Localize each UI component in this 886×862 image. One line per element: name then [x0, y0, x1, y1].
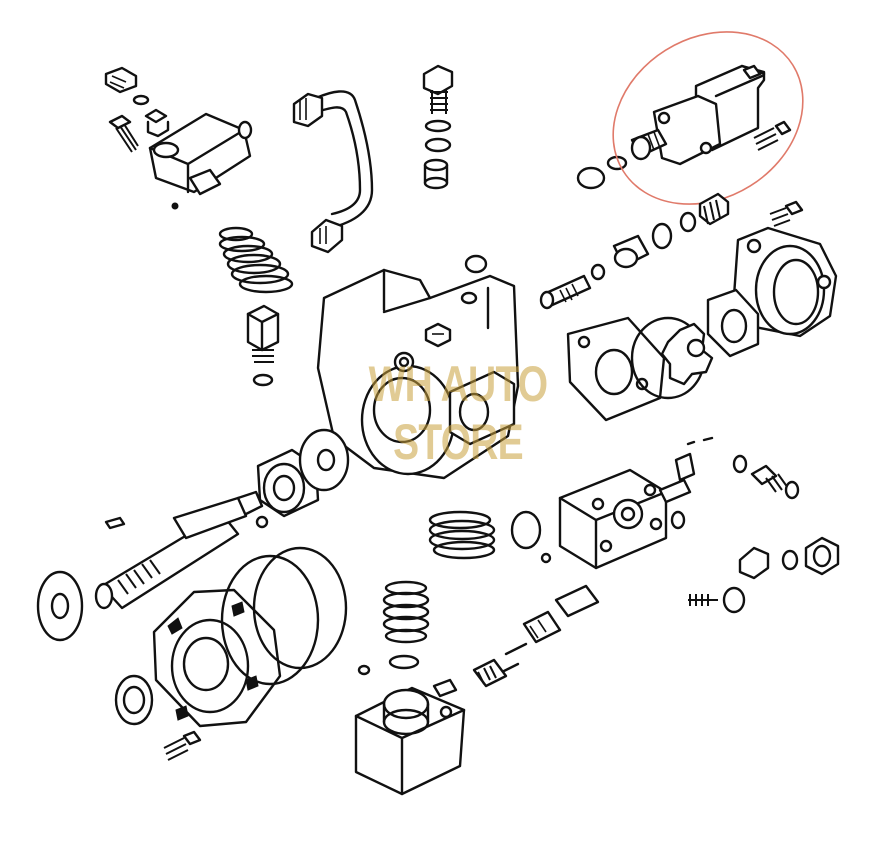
plunger-housing	[354, 678, 466, 796]
small-bolt	[108, 114, 139, 153]
valve-nozzle	[630, 128, 668, 161]
highlight-circle	[612, 31, 804, 205]
plug-screw	[104, 66, 138, 94]
fuel-pipe	[292, 90, 374, 254]
o-ring	[388, 654, 420, 670]
pin	[255, 515, 269, 529]
check-valve-group	[590, 192, 730, 281]
delivery-valve-body	[558, 468, 692, 570]
drive-shaft	[94, 490, 269, 610]
pump-housing	[316, 254, 520, 480]
rear-cover	[732, 226, 838, 338]
o-ring-small	[357, 664, 371, 676]
bolt-thread	[430, 90, 448, 114]
pipe-nut-bottom	[310, 218, 344, 254]
flange-bolt	[163, 730, 202, 761]
bolt-head	[422, 64, 454, 96]
top-bolt-stack	[422, 64, 454, 190]
top-left-fitting-group	[104, 66, 253, 210]
large-o-ring	[252, 546, 348, 670]
oil-seal	[114, 674, 154, 726]
o-ring	[510, 510, 542, 550]
banjo-bolt	[688, 586, 746, 614]
o-ring-small	[590, 263, 606, 281]
o-ring	[679, 211, 697, 233]
flange-plate	[566, 316, 666, 422]
hex-plug	[804, 536, 840, 576]
sleeve	[612, 234, 650, 269]
pipe-nut-top	[292, 92, 324, 128]
housing-bolt	[424, 322, 452, 348]
o-ring	[460, 291, 478, 305]
fuel-temperature-sensor	[246, 304, 280, 387]
large-o-ring	[220, 554, 320, 686]
bracket-clip	[674, 436, 714, 482]
fitting-body	[148, 112, 253, 210]
drive-flange	[152, 588, 282, 728]
ball	[540, 552, 552, 564]
drive-pulley-washer	[36, 570, 84, 642]
shaft-oil-seal	[256, 448, 320, 518]
valve-insert	[144, 108, 170, 138]
pressure-pipe	[496, 584, 600, 676]
union-nut	[472, 658, 508, 688]
o-ring	[132, 94, 150, 106]
overflow-valve	[732, 454, 800, 500]
plunger-spring	[428, 510, 496, 560]
washer	[424, 119, 452, 133]
check-plug	[738, 546, 799, 580]
cover-screw	[769, 200, 804, 227]
coupling	[706, 288, 760, 358]
washer	[651, 222, 673, 250]
drive-pin	[539, 274, 592, 310]
thrust-washer	[298, 428, 350, 492]
suction-control-valve	[576, 64, 792, 190]
shaft-key	[104, 516, 126, 530]
lower-spring	[382, 580, 430, 644]
rotor-gear	[660, 322, 714, 386]
upper-spring	[218, 226, 294, 294]
valve-flange	[652, 94, 722, 166]
sleeve	[423, 158, 449, 190]
o-ring-large	[576, 166, 606, 190]
plug-cap	[464, 254, 488, 274]
valve-screw	[753, 120, 792, 151]
washer	[424, 137, 452, 153]
